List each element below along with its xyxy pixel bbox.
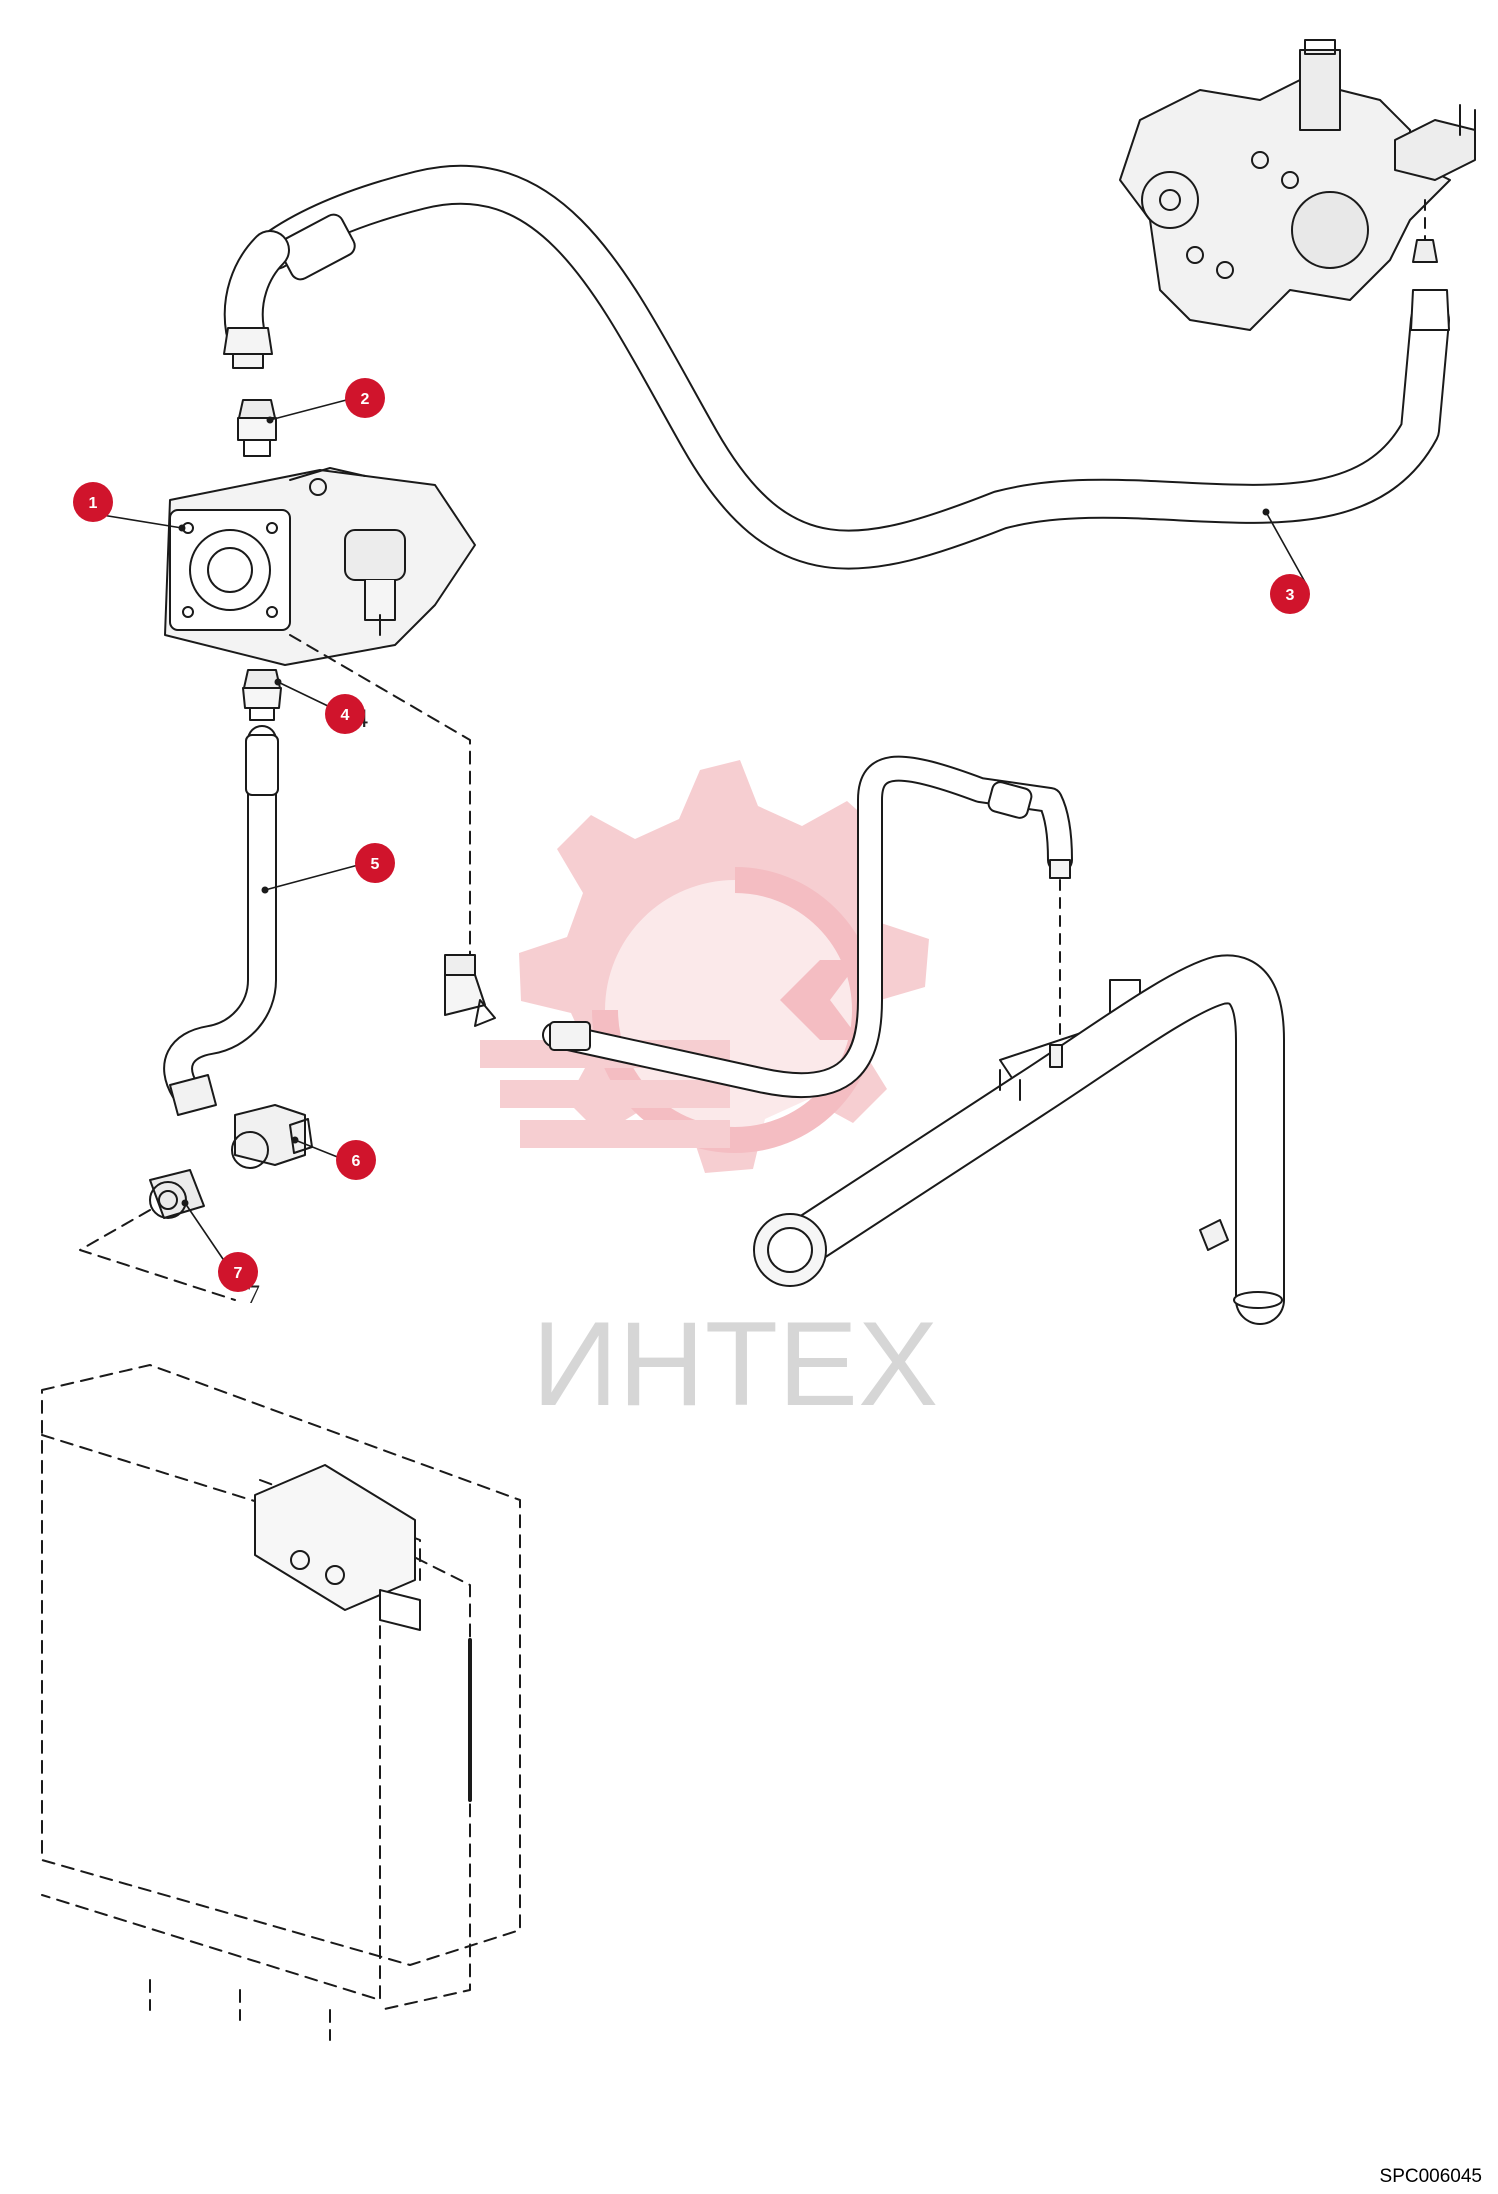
callout-6[interactable]: 6 bbox=[336, 1140, 376, 1180]
callout-2[interactable]: 2 bbox=[345, 378, 385, 418]
callout-4-number: 4 bbox=[341, 707, 350, 724]
oil-cooler bbox=[41, 1364, 521, 2041]
tube-assembly bbox=[163, 725, 279, 1116]
elbow-fitting bbox=[444, 954, 496, 1027]
connector-fitting bbox=[242, 669, 282, 721]
cooler-valve-block bbox=[254, 1464, 421, 1631]
rigid-pipe bbox=[753, 954, 1285, 1325]
pump-port-fitting bbox=[1412, 239, 1438, 263]
callout-3-number: 3 bbox=[1286, 587, 1295, 604]
hydraulic-motor bbox=[164, 467, 476, 666]
callout-1[interactable]: 1 bbox=[73, 482, 113, 522]
return-hose bbox=[542, 755, 1073, 1099]
hydraulic-pump bbox=[1119, 39, 1476, 331]
leader-lines bbox=[101, 397, 1306, 1263]
callout-2-number: 2 bbox=[361, 391, 370, 408]
leader-dots bbox=[178, 416, 1270, 1207]
callout-5-number: 5 bbox=[371, 856, 380, 873]
watermark-text: ИНТЕХ bbox=[532, 1297, 938, 1431]
connector-fitting-cooler bbox=[149, 1169, 205, 1219]
hose-assembly-long bbox=[223, 164, 1450, 570]
dashed-cooler-link bbox=[79, 1209, 236, 1301]
callout-1-number: 1 bbox=[89, 495, 98, 512]
tee-fitting bbox=[231, 1104, 313, 1169]
callout-7[interactable]: 7 bbox=[218, 1252, 258, 1292]
callout-5[interactable]: 5 bbox=[355, 843, 395, 883]
drawing-code: SPC006045 bbox=[1379, 2166, 1482, 2187]
dashed-motor-link bbox=[289, 634, 471, 956]
adapter-fitting bbox=[237, 399, 277, 457]
callout-3[interactable]: 3 bbox=[1270, 574, 1310, 614]
callout-4[interactable]: 4 bbox=[325, 694, 365, 734]
callout-7-number: 7 bbox=[234, 1265, 243, 1282]
callout-6-number: 6 bbox=[352, 1153, 361, 1170]
